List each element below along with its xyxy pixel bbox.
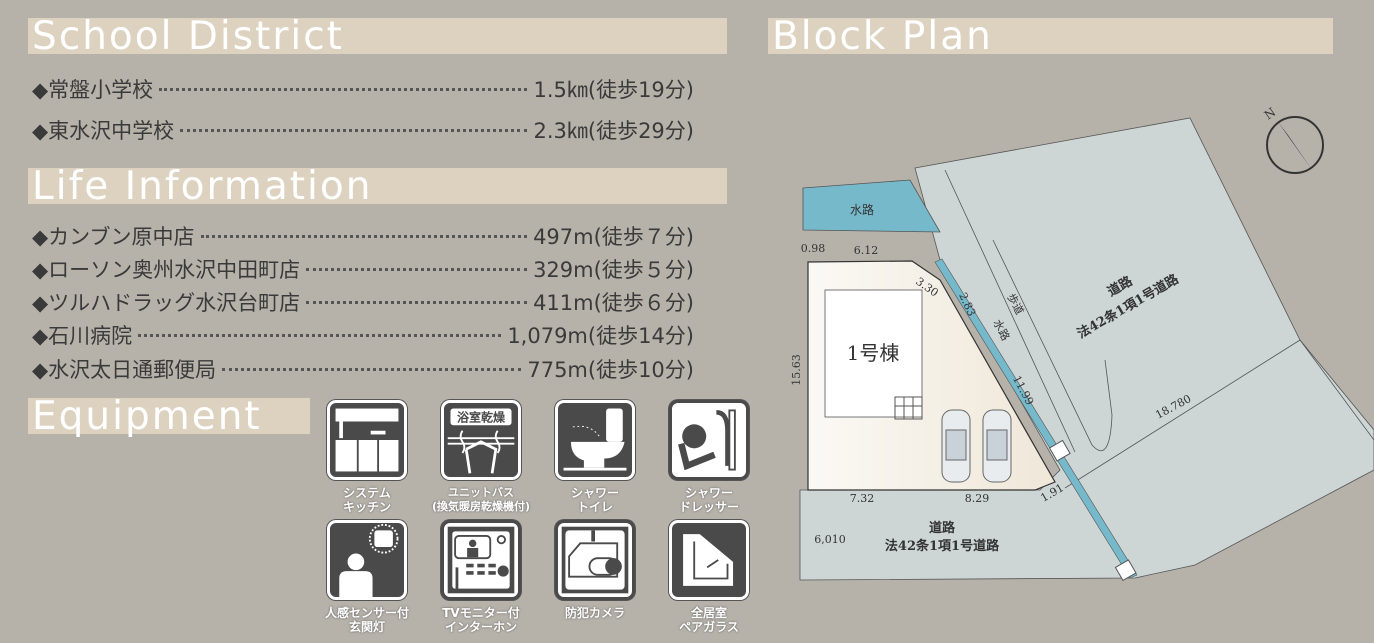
school-district-header: School District (28, 17, 727, 56)
camera-icon (555, 520, 635, 600)
svg-text:8.29: 8.29 (965, 492, 990, 505)
equipment-label: 防犯カメラ (564, 606, 625, 620)
building (824, 289, 923, 418)
item-name: ◆ローソン奥州水沢中田町店 (32, 258, 301, 282)
item-name: ◆水沢太日通郵便局 (32, 358, 217, 382)
item-value: 329m(徒歩５分) (533, 258, 694, 282)
waterway-top (802, 179, 941, 233)
building-label: 1号棟 (847, 341, 900, 365)
equipment-header: Equipment (28, 397, 310, 436)
leader-dots (306, 301, 528, 304)
pair-glass-icon (669, 520, 749, 600)
item-value: 2.3㎞(徒歩29分) (533, 119, 694, 143)
sensor-light-icon (327, 520, 407, 600)
equipment-label: 全居室ペアガラス (679, 606, 739, 634)
leader-dots (222, 368, 522, 371)
equipment-label: システムキッチン (342, 486, 391, 514)
svg-text:7.32: 7.32 (850, 492, 875, 505)
porch (894, 396, 923, 420)
life-information-header: Life Information (28, 167, 727, 206)
bath-dryer-badge: 浴室乾燥 (457, 410, 506, 425)
leader-dots (180, 129, 528, 132)
waterway-label: 水路 (850, 202, 874, 217)
list-item: ◆石川病院 1,079m(徒歩14分) (32, 320, 694, 350)
svg-text:6,010: 6,010 (814, 533, 846, 546)
shower-dresser-icon (669, 400, 749, 480)
equipment-label: 人感センサー付玄関灯 (324, 606, 409, 634)
list-item: ◆常盤小学校 1.5㎞(徒歩19分) (32, 74, 694, 104)
kitchen-icon (327, 400, 407, 480)
item-name: ◆常盤小学校 (32, 78, 154, 102)
item-value: 1.5㎞(徒歩19分) (533, 78, 694, 102)
equipment-label: シャワードレッサー (678, 486, 739, 514)
list-item: ◆ツルハドラッグ水沢台町店 411m(徒歩６分) (32, 287, 694, 317)
item-name: ◆石川病院 (32, 324, 133, 348)
list-item: ◆カンブン原中店 497m(徒歩７分) (32, 221, 694, 251)
svg-text:6.12: 6.12 (854, 244, 879, 257)
leader-dots (159, 88, 528, 91)
item-value: 411m(徒歩６分) (533, 291, 694, 315)
waterway-diagonal (934, 258, 1138, 579)
item-value: 497m(徒歩７分) (533, 225, 694, 249)
equipment-label: ユニットバス(換気暖房乾燥機付) (431, 486, 531, 513)
svg-text:法42条1項1号道路: 法42条1項1号道路 (885, 538, 1000, 554)
svg-text:0.98: 0.98 (801, 242, 826, 255)
block-plan-map: 水路 1号棟 N 0.98 6.12 3.30 2.83 11.99 15.63… (790, 105, 1374, 582)
svg-text:15.63: 15.63 (790, 354, 803, 386)
equipment-label: シャワートイレ (570, 486, 619, 514)
equipment-label: TVモニター付インターホン (442, 606, 520, 634)
item-value: 1,079m(徒歩14分) (507, 324, 694, 348)
car (941, 409, 1012, 483)
item-value: 775m(徒歩10分) (527, 358, 694, 382)
intercom-icon (441, 520, 521, 600)
item-name: ◆ツルハドラッグ水沢台町店 (32, 291, 301, 315)
leader-dots (138, 334, 502, 337)
leader-dots (306, 268, 528, 271)
list-item: ◆東水沢中学校 2.3㎞(徒歩29分) (32, 115, 694, 145)
item-name: ◆東水沢中学校 (32, 119, 175, 143)
leader-dots (200, 235, 528, 238)
svg-text:N: N (1262, 105, 1279, 122)
toilet-icon (555, 400, 635, 480)
block-plan-header: Block Plan (768, 17, 1333, 56)
compass-icon: N (1262, 105, 1324, 174)
item-name: ◆カンブン原中店 (32, 225, 195, 249)
list-item: ◆水沢太日通郵便局 775m(徒歩10分) (32, 354, 694, 384)
bath-dryer-icon: 浴室乾燥 (441, 400, 521, 480)
list-item: ◆ローソン奥州水沢中田町店 329m(徒歩５分) (32, 254, 694, 284)
svg-text:道路: 道路 (929, 520, 956, 536)
